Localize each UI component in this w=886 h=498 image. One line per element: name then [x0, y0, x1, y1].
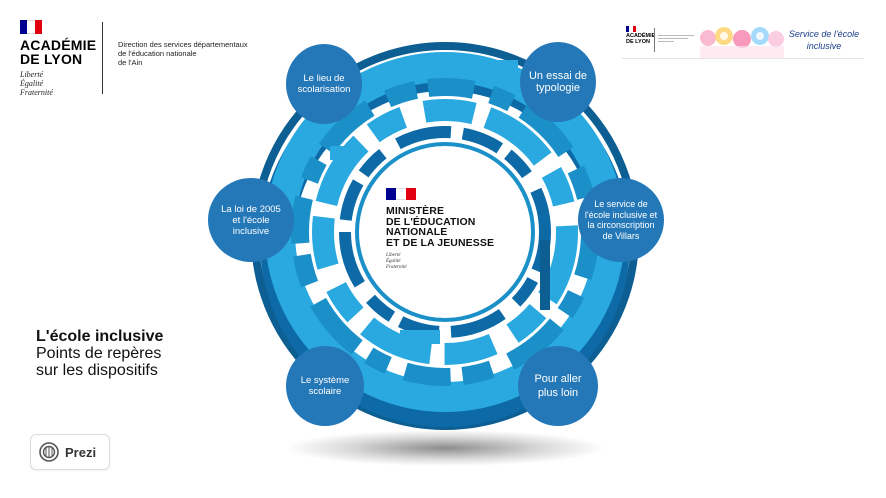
ministry-line-2: DE L'ÉDUCATION [386, 215, 476, 228]
ministry-line-1: MINISTÈRE [386, 205, 445, 217]
presentation-title: L'école inclusive Points de repères sur … [36, 328, 164, 379]
ring-shadow [285, 430, 605, 466]
ministry-motto: Liberté Égalité Fraternité [386, 253, 407, 270]
banner-service-title: Service de l'école inclusive [788, 29, 860, 51]
ministry-line-4: ET DE LA JEUNESSE [386, 236, 495, 249]
banner-flag-icon [626, 26, 636, 32]
segment-ring-inner [339, 126, 551, 338]
segment-ring-mid [312, 99, 578, 365]
ministry-logo: MINISTÈRE DE L'ÉDUCATION NATIONALE ET DE… [386, 188, 516, 271]
service-banner[interactable]: ACADÉMIE DE LYON Service de l'école incl… [622, 24, 864, 59]
academy-name: ACADÉMIE DE LYON [20, 37, 97, 67]
banner-divider [654, 28, 655, 52]
ministry-line-3: NATIONALE [386, 226, 448, 238]
republic-motto: Liberté Égalité Fraternité [20, 70, 53, 97]
accent-block-4 [330, 146, 358, 160]
direction-text: Direction des services départementaux de… [118, 40, 248, 67]
banner-academy-name: ACADÉMIE DE LYON [626, 33, 656, 45]
accent-block-3 [478, 60, 518, 80]
republic-flag-icon [20, 20, 42, 34]
accent-block-1 [540, 240, 550, 310]
inner-thin-ring [355, 142, 535, 322]
prezi-label: Prezi [65, 444, 97, 460]
prezi-logo-icon [39, 442, 59, 462]
children-illustration-icon [700, 27, 784, 58]
ministry-flag-icon [386, 188, 416, 200]
accent-block-2 [400, 330, 440, 344]
logo-divider [102, 22, 103, 94]
banner-small-text [658, 33, 698, 44]
prezi-button[interactable]: Prezi [30, 434, 110, 470]
